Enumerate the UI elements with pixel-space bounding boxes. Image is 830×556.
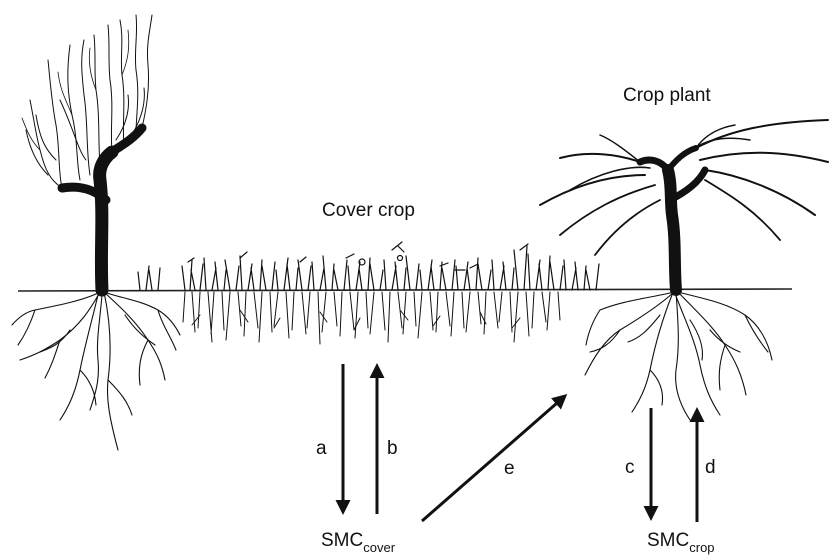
left-tree	[22, 15, 152, 290]
arrow-e-label: e	[504, 458, 515, 479]
smc-crop-base: SMC	[647, 530, 689, 551]
smc-cover-sub: cover	[363, 540, 395, 555]
smc-cover-base: SMC	[321, 530, 363, 551]
cover-crop-roots	[183, 292, 560, 344]
smc-crop-label: SMCcrop	[647, 530, 715, 555]
arrow-b-label: b	[387, 438, 398, 459]
arrow-d-label: d	[705, 457, 716, 478]
cover-crop-grass	[138, 242, 599, 290]
crop-plant	[540, 120, 828, 290]
smc-crop-sub: crop	[689, 540, 714, 555]
left-tree-roots	[12, 292, 180, 450]
crop-plant-roots	[585, 292, 772, 420]
cover-crop-label: Cover crop	[322, 200, 415, 221]
crop-plant-label: Crop plant	[623, 85, 711, 106]
smc-cover-label: SMCcover	[321, 530, 396, 555]
arrow-a-label: a	[316, 438, 327, 459]
arrow-c-label: c	[625, 457, 635, 478]
arrow-e	[422, 396, 565, 521]
